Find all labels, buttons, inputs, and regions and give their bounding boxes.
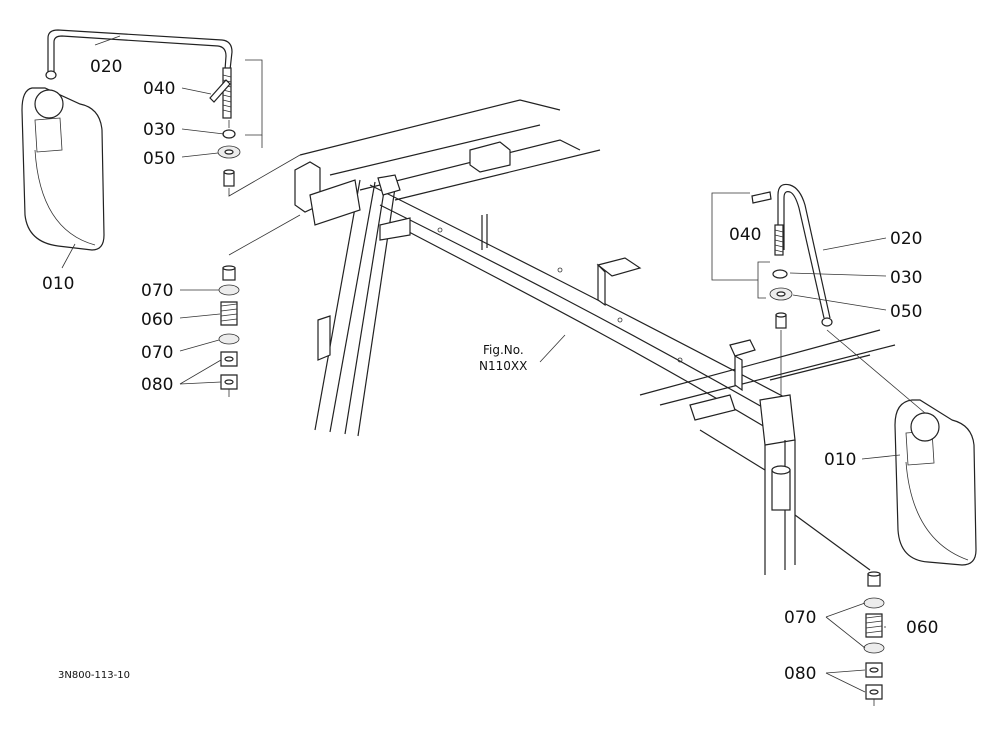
callout-right-040: 040 [729,225,761,245]
callout-left-070-lower: 070 [141,343,173,363]
callout-left-070-upper: 070 [141,281,173,301]
callout-right-060: 060 [906,618,938,638]
right-callouts: 040 020 030 050 010 070 060 080 [729,225,938,684]
frame-assembly [294,99,896,575]
drawing-code: 3N800-113-10 [58,670,130,681]
callout-left-060: 060 [141,310,173,330]
right-mirror-arm [777,183,831,319]
callout-right-050: 050 [890,302,922,322]
left-mirror-assembly [21,29,301,397]
fig-reference-line2: N110XX [479,359,527,373]
left-callouts: 020 040 030 050 010 070 060 070 080 [42,57,175,395]
callout-right-070: 070 [784,608,816,628]
figure-reference: Fig.No. N110XX [479,343,527,373]
callout-left-020: 020 [90,57,122,77]
right-mirror-assembly [711,183,977,706]
left-leaders [61,35,225,385]
callout-left-010: 010 [42,274,74,294]
callout-right-010: 010 [824,450,856,470]
callout-left-040: 040 [143,79,175,99]
callout-left-080: 080 [141,375,173,395]
callout-left-030: 030 [143,120,175,140]
callout-right-020: 020 [890,229,922,249]
fig-reference-line1: Fig.No. [483,343,524,357]
left-mirror-arm [47,29,233,72]
right-leaders [539,237,901,693]
left-mirror-head [21,87,105,251]
callout-right-030: 030 [890,268,922,288]
callout-left-050: 050 [143,149,175,169]
callout-right-080: 080 [784,664,816,684]
right-mirror-head [894,399,977,566]
